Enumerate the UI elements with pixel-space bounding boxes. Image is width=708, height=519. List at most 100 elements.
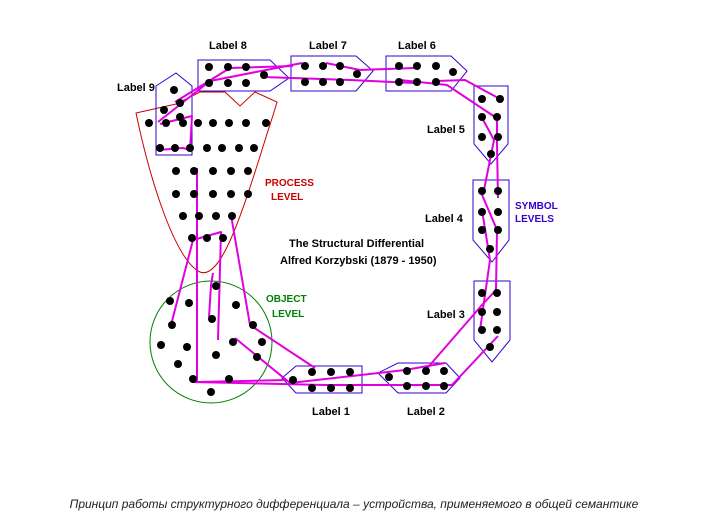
string-12 (496, 118, 499, 199)
label-1-shape (281, 365, 363, 394)
label-2-dot (440, 382, 448, 390)
object-dot (183, 343, 191, 351)
object-dot (185, 299, 193, 307)
label-4-dot (494, 226, 502, 234)
label-9-dot (170, 86, 178, 94)
process-dot (212, 212, 220, 220)
string-11 (479, 113, 495, 191)
object-dot (207, 388, 215, 396)
object-dot (157, 341, 165, 349)
object-dot (229, 338, 237, 346)
label-4-dot (486, 245, 494, 253)
object-dot (166, 297, 174, 305)
label-2-dot (403, 382, 411, 390)
process-dot (145, 119, 153, 127)
process-dot (209, 167, 217, 175)
label-8-dot (224, 63, 232, 71)
label-7-dot (336, 78, 344, 86)
label-1-dot (346, 368, 354, 376)
label-3-dot (486, 343, 494, 351)
object-dot (189, 375, 197, 383)
process-dot (179, 212, 187, 220)
label-9-text: Label 9 (117, 82, 155, 94)
label-6-text: Label 6 (398, 40, 436, 52)
process-dot (156, 144, 164, 152)
label-5-dot (478, 95, 486, 103)
label-3-dot (478, 289, 486, 297)
label-9-dot (176, 99, 184, 107)
object-dot (212, 351, 220, 359)
label-5-dot (496, 95, 504, 103)
symbol-levels-label-line1: SYMBOL (515, 201, 558, 212)
process-dot (162, 119, 170, 127)
label-5-dot (487, 150, 495, 158)
label-7-dot (301, 62, 309, 70)
process-dot (203, 234, 211, 242)
label-8-dot (260, 71, 268, 79)
label-6-dot (449, 68, 457, 76)
label-2-dot (422, 367, 430, 375)
label-7-dot (319, 78, 327, 86)
label-6-dot (395, 78, 403, 86)
diagram-subtitle: Alfred Korzybski (1879 - 1950) (280, 255, 437, 267)
label-5-dot (494, 133, 502, 141)
label-1-dot (308, 384, 316, 392)
process-dot (228, 212, 236, 220)
object-dot (208, 315, 216, 323)
string-13 (436, 79, 501, 100)
process-dot (227, 167, 235, 175)
object-dot (249, 321, 257, 329)
label-4-dot (494, 187, 502, 195)
label-5-text: Label 5 (427, 124, 465, 136)
label-7-dot (319, 62, 327, 70)
label-3-dot (478, 326, 486, 334)
process-dot (194, 119, 202, 127)
label-3-dot (478, 308, 486, 316)
label-5-dot (478, 133, 486, 141)
process-dot (262, 119, 270, 127)
string-17 (174, 65, 294, 103)
label-2-dot (440, 367, 448, 375)
label-6-dot (413, 62, 421, 70)
label-1-dot (346, 384, 354, 392)
process-dot (203, 144, 211, 152)
label-9-dot (160, 106, 168, 114)
process-level-outline (135, 91, 278, 274)
label-5-shape (473, 85, 509, 165)
label-4-shape (472, 179, 510, 263)
label-2-dot (422, 382, 430, 390)
process-dot (190, 167, 198, 175)
label-4-dot (494, 208, 502, 216)
string-6 (234, 337, 446, 384)
process-dot (235, 144, 243, 152)
label-6-dot (432, 78, 440, 86)
process-dot (171, 144, 179, 152)
object-dot (232, 301, 240, 309)
string-16 (262, 76, 415, 84)
label-2-text: Label 2 (407, 406, 445, 418)
label-4-text: Label 4 (425, 213, 464, 225)
process-dot (186, 144, 194, 152)
process-dot (244, 190, 252, 198)
object-dot (174, 360, 182, 368)
label-7-text: Label 7 (309, 40, 347, 52)
process-dot (179, 119, 187, 127)
process-dot (209, 119, 217, 127)
label-1-dot (327, 368, 335, 376)
object-dot (168, 321, 176, 329)
label-1-text: Label 1 (312, 406, 350, 418)
label-4-dot (478, 226, 486, 234)
label-6-dot (395, 62, 403, 70)
string-9 (479, 209, 491, 331)
dots (145, 62, 504, 396)
label-4-dot (478, 187, 486, 195)
label-6-dot (432, 62, 440, 70)
label-3-shape (473, 280, 511, 363)
object-dot (212, 282, 220, 290)
label-8-text: Label 8 (209, 40, 247, 52)
string-8 (422, 289, 497, 374)
process-dot (225, 119, 233, 127)
process-level-label-line1: PROCESS (265, 178, 314, 189)
label-3-dot (493, 326, 501, 334)
